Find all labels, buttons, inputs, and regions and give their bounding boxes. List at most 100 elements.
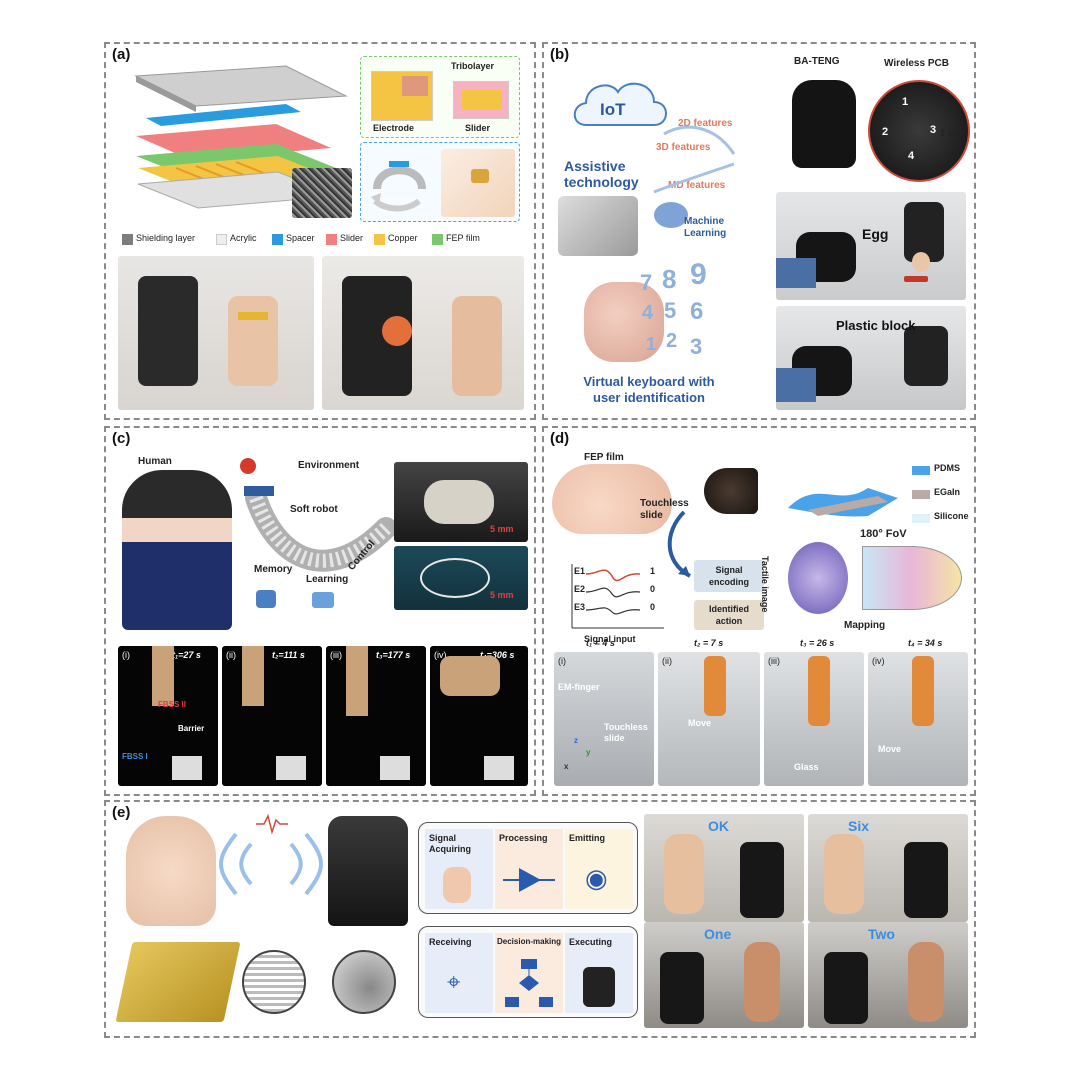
frame-index: (iii) xyxy=(330,650,342,660)
feature-md-label: MD features xyxy=(668,180,726,191)
tactile-map xyxy=(862,546,962,610)
legend-shielding-layer: Shielding layer xyxy=(136,233,196,243)
axis-z: z xyxy=(574,736,578,745)
robot-hand-illustration xyxy=(558,196,638,256)
signal-waveforms: E1 1 E2 0 E3 0 xyxy=(560,562,664,632)
slider-graphic xyxy=(453,81,509,119)
gesture-label-ok: OK xyxy=(708,818,729,834)
robot-arm-frame-ii: (ii) Move xyxy=(658,652,760,786)
touchless-slide-label: Touchless slide xyxy=(640,498,689,521)
brain-icon xyxy=(654,202,688,228)
fep-film-label: FEP film xyxy=(584,452,624,463)
ring-on-finger-photo xyxy=(441,149,515,217)
time-label: t₄ = 34 s xyxy=(908,638,943,648)
learning-label: Learning xyxy=(306,574,349,585)
frame-time: t₄=306 s xyxy=(480,650,515,660)
soft-sensor-photo: 5 mm xyxy=(394,462,528,542)
frame-index: (i) xyxy=(558,656,566,666)
apple-icon xyxy=(240,458,256,474)
signal-encoding-label: Signal encoding xyxy=(709,565,749,587)
ring-wearable-box xyxy=(360,142,520,222)
machine-learning-label: Machine Learning xyxy=(684,216,727,239)
flow-step-executing: Executing xyxy=(565,933,633,1013)
robot-arm-frame-iv: (iv) Move xyxy=(868,652,968,786)
legend-swatch-pdms xyxy=(912,466,930,475)
legend-egain: EGaIn xyxy=(934,487,961,497)
tactile-image-label: Tactile image xyxy=(760,556,770,613)
nanostructure-sem-image xyxy=(292,168,352,218)
feature-3d-label: 3D features xyxy=(656,142,711,153)
frame-index: (ii) xyxy=(226,650,236,660)
panel-e: (e) Signal Acquiring Processing Emitting… xyxy=(104,800,976,1038)
pcb-label-4: 4 xyxy=(908,150,915,162)
gesture-photo-ok: OK xyxy=(644,814,804,922)
textile-sensor-illustration xyxy=(115,942,241,1022)
keypad-digit: 3 xyxy=(690,334,703,359)
panel-d: (d) FEP film Touchless slide PDMS EGaIn … xyxy=(542,426,976,796)
legend-swatch-shielding xyxy=(122,234,133,245)
robot-hand-e-illustration xyxy=(328,816,408,926)
environment-label: Environment xyxy=(298,460,360,471)
assistive-technology-label: Assistive technology xyxy=(564,158,639,190)
mesh-zoom-circle xyxy=(242,950,306,1014)
fiber-zoom-circle xyxy=(332,950,396,1014)
identified-action-box: Identified action xyxy=(694,600,764,630)
axis-y: y xyxy=(586,748,591,757)
keypad-digit: 6 xyxy=(690,298,704,325)
keypad-digit: 7 xyxy=(640,270,653,295)
legend-fep-film: FEP film xyxy=(446,233,480,243)
move-label-2: Move xyxy=(878,744,902,754)
feature-2d-label: 2D features xyxy=(678,118,733,129)
channel-e1: E1 xyxy=(574,566,586,576)
keypad-digit: 4 xyxy=(642,302,654,324)
gesture-label-one: One xyxy=(704,926,732,942)
gesture-label-six: Six xyxy=(848,818,870,834)
ba-teng-label: BA-TENG xyxy=(794,56,840,67)
flow-step-emitting: Emitting ◉ xyxy=(565,829,633,909)
legend-swatch-egain xyxy=(912,490,930,499)
fbss2-label: FBSS II xyxy=(158,700,187,709)
barrier-label: Barrier xyxy=(178,724,205,733)
plastic-block-label: Plastic block xyxy=(836,318,916,333)
learning-chip-icon xyxy=(312,592,334,608)
egg-label: Egg xyxy=(862,226,889,242)
human-operator-illustration xyxy=(122,470,232,630)
cloud-icon xyxy=(573,82,667,126)
move-label-1: Move xyxy=(688,718,712,728)
panel-c-label: (c) xyxy=(112,430,131,447)
robot-arm-frame-i: (i) EM-finger Touchless slide z y x xyxy=(554,652,654,786)
flow-step-label: Receiving xyxy=(429,937,472,947)
wireless-pcb-label: Wireless PCB xyxy=(884,58,949,69)
plastic-block-grasp-photo: Plastic block xyxy=(776,306,966,410)
legend-swatch-fep xyxy=(432,234,443,245)
tribolayer-title: Tribolayer xyxy=(451,61,495,71)
keypad-digit: 8 xyxy=(662,264,677,294)
fov-hemisphere xyxy=(788,542,848,614)
ring-sensor-graphic xyxy=(371,161,426,212)
robot-frame-i: (i) t₁=27 s FBSS II Barrier FBSS I xyxy=(118,646,218,786)
signal-encoding-box: Signal encoding xyxy=(694,560,764,592)
mapping-label: Mapping xyxy=(844,620,886,631)
wireless-signal-icon xyxy=(219,813,323,896)
legend-swatch-silicone xyxy=(912,514,930,523)
robot-frame-ii: (ii) t₂=111 s xyxy=(222,646,322,786)
signal-waveform-plot xyxy=(571,564,664,629)
satellite-dish-icon: ⌖ xyxy=(447,969,461,996)
frame-time: t₁=27 s xyxy=(172,650,201,660)
gesture-photo-one: One xyxy=(644,922,804,1028)
flow-arrow xyxy=(667,510,692,578)
robot-arm-frame-iii: (iii) Glass xyxy=(764,652,864,786)
tribolayer-box: Tribolayer Electrode Slider xyxy=(360,56,520,138)
frame-index: (iv) xyxy=(434,650,447,660)
channel-e2: E2 xyxy=(574,584,586,594)
signal-input-label: Signal input xyxy=(584,634,636,644)
flow-panel-bottom: Receiving ⌖ Decision-making Executing xyxy=(418,926,638,1018)
robot-frame-iv: (iv) t₄=306 s xyxy=(430,646,528,786)
robot-hand-icon xyxy=(583,967,615,1007)
electrode-graphic xyxy=(371,71,433,121)
flow-step-label: Signal Acquiring xyxy=(429,833,471,854)
flow-step-decision: Decision-making xyxy=(495,933,563,1013)
channel-e3: E3 xyxy=(574,602,586,612)
amplifier-icon xyxy=(503,868,555,892)
em-finger-label: EM-finger xyxy=(558,682,600,692)
